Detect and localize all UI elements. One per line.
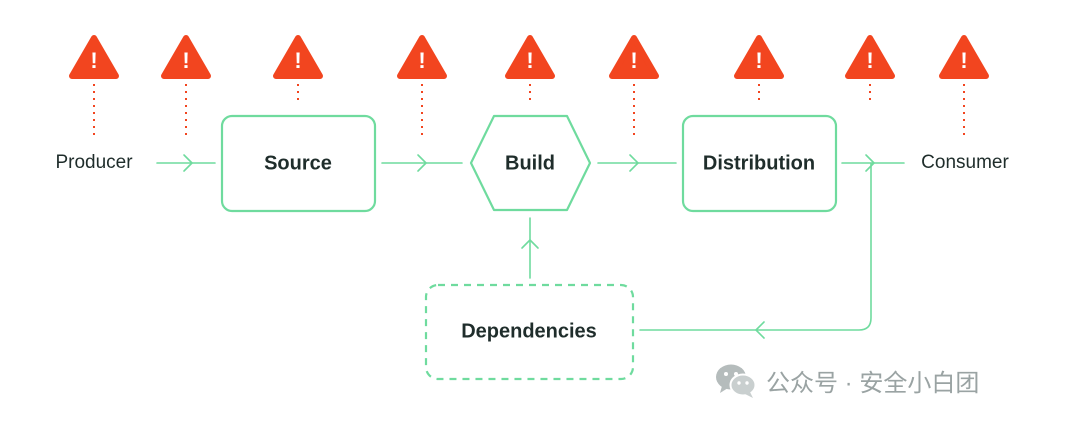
warning-marker-1: ! [69, 35, 119, 136]
warning-marker-4: ! [397, 35, 447, 136]
arrow-icon [629, 154, 639, 172]
warning-icon: ! [294, 48, 301, 73]
warning-markers: ! ! ! ! ! [69, 35, 989, 136]
warning-icon: ! [960, 48, 967, 73]
distribution-label: Distribution [702, 152, 816, 175]
consumer-label: Consumer [921, 152, 1009, 173]
warning-icon: ! [418, 48, 425, 73]
arrow-icon [183, 154, 193, 172]
wechat-icon [716, 364, 757, 398]
warning-marker-5: ! [505, 35, 555, 104]
warning-marker-6: ! [609, 35, 659, 136]
warning-icon: ! [755, 48, 762, 73]
warning-marker-8: ! [845, 35, 895, 104]
producer-label: Producer [55, 152, 133, 173]
edges [156, 154, 905, 339]
arrow-icon [865, 154, 875, 172]
watermark: 公众号 · 安全小白团 [714, 360, 979, 400]
dependencies-label: Dependencies [461, 320, 597, 343]
warning-icon: ! [182, 48, 189, 73]
warning-marker-3: ! [273, 35, 323, 104]
warning-marker-2: ! [161, 35, 211, 136]
warning-icon: ! [526, 48, 533, 73]
warning-marker-7: ! [734, 35, 784, 104]
edge-consumer-dependencies [639, 162, 872, 331]
build-label: Build [505, 152, 555, 175]
warning-icon: ! [866, 48, 873, 73]
arrow-icon [755, 321, 765, 339]
source-box [220, 114, 377, 213]
watermark-text: 公众号 · 安全小白团 [766, 369, 980, 397]
build-hexagon [469, 114, 592, 212]
warning-marker-9: ! [939, 35, 989, 136]
dependencies-box [424, 283, 635, 381]
source-label: Source [264, 152, 332, 175]
arrow-icon [521, 239, 539, 249]
arrow-icon [417, 154, 427, 172]
warning-icon: ! [630, 48, 637, 73]
warning-icon: ! [90, 48, 97, 73]
distribution-box [681, 114, 838, 213]
